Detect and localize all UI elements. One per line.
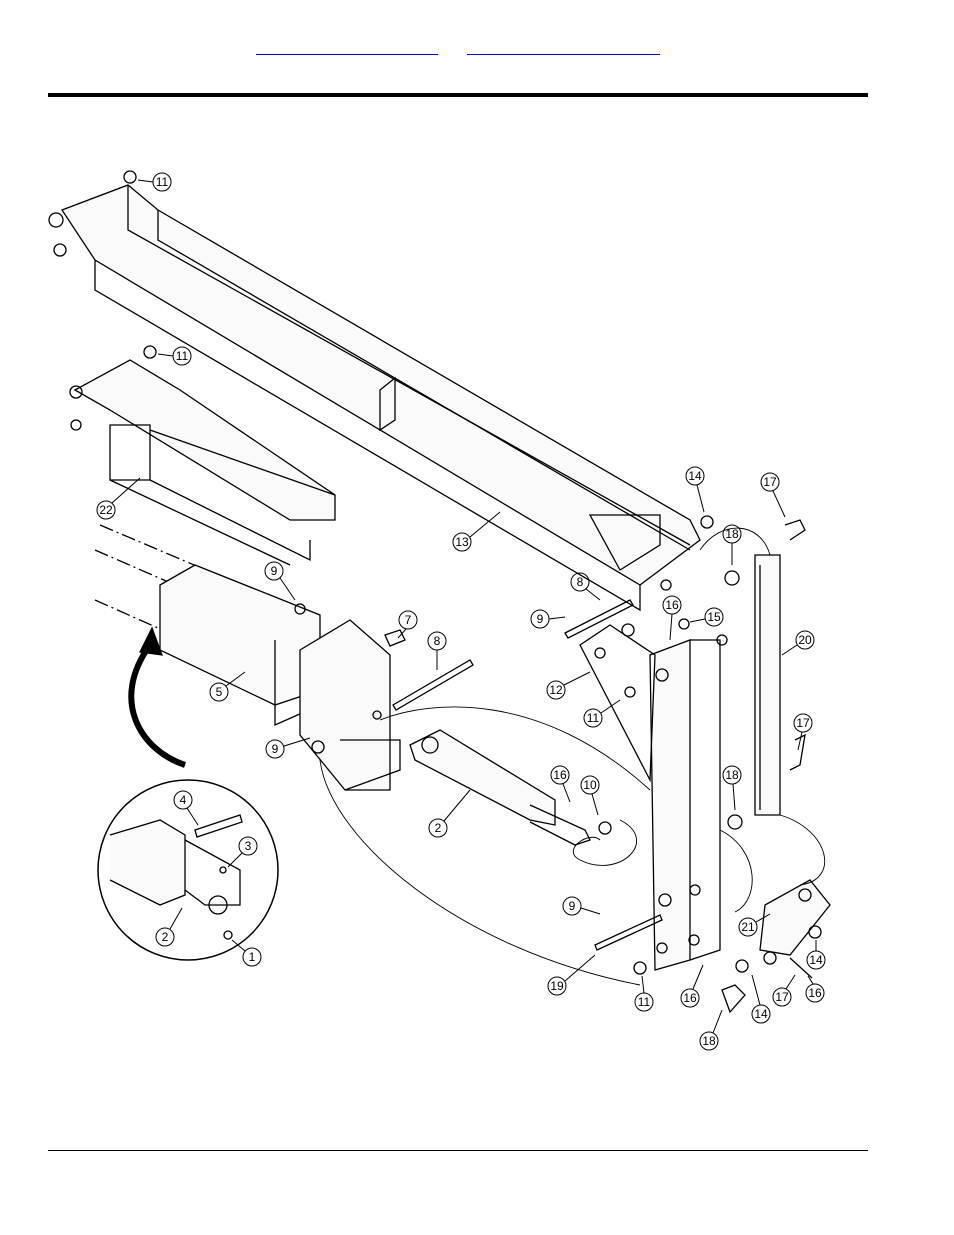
callout-18-top: 18 bbox=[722, 524, 742, 565]
callout-label: 22 bbox=[99, 503, 113, 517]
callout-label: 21 bbox=[741, 920, 755, 934]
callout-12: 12 bbox=[546, 671, 591, 700]
callout-17-low: 17 bbox=[772, 974, 796, 1007]
callout-5: 5 bbox=[209, 671, 246, 702]
callout-label: 8 bbox=[434, 634, 441, 648]
callout-label: 2 bbox=[435, 821, 442, 835]
callout-21: 21 bbox=[738, 913, 771, 937]
callout-14-low: 14 bbox=[751, 974, 771, 1024]
callout-label: 11 bbox=[176, 349, 189, 363]
callout-label: 4 bbox=[180, 793, 187, 807]
callout-19: 19 bbox=[547, 954, 596, 996]
callout-3: 3 bbox=[227, 836, 258, 868]
callout-16-right: 16 bbox=[805, 975, 825, 1003]
callout-label: 9 bbox=[272, 742, 279, 756]
callout-label: 7 bbox=[405, 613, 412, 627]
callouts: 11 11 22 13 14 17 18 bbox=[96, 172, 826, 1051]
callout-label: 18 bbox=[725, 527, 739, 541]
callout-18-mid: 18 bbox=[722, 765, 742, 811]
callout-11-mid: 11 bbox=[583, 699, 621, 728]
callout-label: 20 bbox=[798, 633, 812, 647]
callout-label: 9 bbox=[271, 564, 278, 578]
callout-8-right: 8 bbox=[570, 572, 601, 601]
header-link-left[interactable] bbox=[256, 40, 438, 55]
callout-label: 5 bbox=[216, 685, 223, 699]
callout-label: 17 bbox=[763, 475, 777, 489]
pivot-bushing-icon bbox=[48, 212, 64, 228]
callout-label: 16 bbox=[665, 598, 679, 612]
footer-rule bbox=[48, 1150, 868, 1151]
callout-label: 2 bbox=[162, 930, 169, 944]
callout-label: 18 bbox=[702, 1034, 716, 1048]
callout-label: 3 bbox=[245, 839, 252, 853]
callout-20: 20 bbox=[781, 630, 815, 656]
callout-label: 16 bbox=[683, 991, 697, 1005]
callout-17-mid: 17 bbox=[793, 713, 813, 751]
callout-label: 13 bbox=[455, 535, 469, 549]
callout-label: 9 bbox=[537, 612, 544, 626]
callout-label: 15 bbox=[707, 610, 721, 624]
callout-label: 11 bbox=[638, 995, 651, 1009]
callout-18-low: 18 bbox=[699, 1009, 723, 1051]
callout-11-top: 11 bbox=[137, 172, 172, 192]
callout-label: 9 bbox=[569, 899, 576, 913]
callout-13: 13 bbox=[452, 511, 501, 552]
callout-label: 8 bbox=[577, 575, 584, 589]
callout-label: 12 bbox=[549, 683, 563, 697]
callout-14-top: 14 bbox=[685, 466, 705, 513]
callout-22: 22 bbox=[96, 477, 141, 520]
callout-11-upper: 11 bbox=[157, 346, 192, 366]
callout-label: 14 bbox=[754, 1007, 768, 1021]
callout-9-right: 9 bbox=[530, 609, 566, 629]
callout-2-main: 2 bbox=[428, 789, 471, 838]
callout-1: 1 bbox=[231, 939, 262, 967]
callout-label: 18 bbox=[725, 768, 739, 782]
callout-2-detail: 2 bbox=[155, 907, 183, 947]
callout-label: 16 bbox=[553, 768, 567, 782]
callout-16-upper: 16 bbox=[662, 595, 682, 641]
callout-label: 14 bbox=[688, 469, 702, 483]
callout-4: 4 bbox=[173, 790, 199, 826]
callout-label: 14 bbox=[809, 953, 823, 967]
callout-17-top: 17 bbox=[760, 472, 786, 518]
callout-7: 7 bbox=[397, 610, 418, 639]
diagram-linework bbox=[48, 170, 831, 1014]
callout-label: 17 bbox=[796, 716, 810, 730]
callout-16-mid: 16 bbox=[550, 765, 571, 803]
callout-label: 16 bbox=[808, 986, 822, 1000]
callout-label: 1 bbox=[249, 950, 256, 964]
callout-16-lower: 16 bbox=[680, 964, 704, 1008]
callout-6: 9 bbox=[264, 561, 296, 601]
callout-8-left: 8 bbox=[427, 631, 447, 670]
callout-label: 11 bbox=[587, 711, 600, 725]
header-link-right[interactable] bbox=[467, 40, 660, 55]
callout-label: 17 bbox=[775, 990, 789, 1004]
callout-14-right: 14 bbox=[806, 940, 826, 970]
callout-9-left: 9 bbox=[265, 737, 311, 759]
callout-label: 10 bbox=[583, 778, 597, 792]
callout-10: 10 bbox=[580, 775, 600, 816]
callout-9-low: 9 bbox=[562, 896, 601, 916]
callout-label: 19 bbox=[550, 979, 564, 993]
callout-15: 15 bbox=[689, 607, 724, 627]
header-rule bbox=[48, 93, 868, 97]
callout-11-low: 11 bbox=[634, 975, 654, 1012]
callout-label: 11 bbox=[156, 175, 169, 189]
